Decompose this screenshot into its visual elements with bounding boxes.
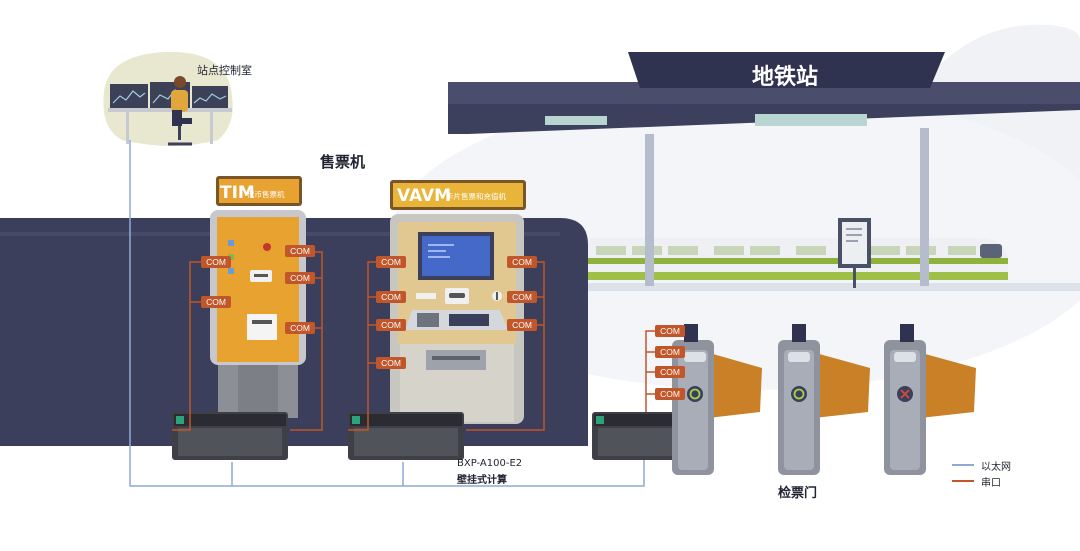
ethernet-lines [129,140,645,487]
tim-code: TIM [220,183,255,203]
gates-label: 检票门 [778,486,818,501]
com-badge: COM [507,256,537,268]
legend-serial-swatch [952,480,974,482]
train [588,238,1009,280]
gate-1 [672,324,762,475]
com-badge: COM [655,325,685,337]
computer-1 [172,412,288,460]
com-badge: COM [376,357,406,369]
com-badge: COM [285,245,315,257]
control-room-label: 站点控制室 [197,64,252,77]
com-badge: COM [376,319,406,331]
com-badge: COM [655,388,685,400]
com-badge: COM [655,346,685,358]
com-badge: COM [376,256,406,268]
com-badge: COM [507,291,537,303]
com-badge: COM [285,272,315,284]
tim-machine [210,176,306,418]
track-ground [588,283,1080,291]
station-canopy [448,52,1080,286]
legend-ethernet-swatch [952,464,974,466]
computer-desc: 壁挂式计算 [457,475,507,486]
station-title: 地铁站 [752,65,819,90]
control-room-illustration [103,51,233,146]
gate-3 [884,324,976,475]
com-badge: COM [507,319,537,331]
com-badge: COM [655,366,685,378]
legend-serial-label: 串口 [981,478,1001,489]
computer-2 [348,412,464,460]
vavm-machine [390,180,526,424]
vavm-code: VAVM [397,186,452,206]
com-badge: COM [285,322,315,334]
computer-model: BXP-A100-E2 [457,458,523,469]
info-board [838,218,871,288]
com-badge: COM [201,296,231,308]
gate-2 [778,324,870,475]
tim-desc: 代币售票机 [247,190,285,199]
com-badge: COM [376,291,406,303]
ticketing-title: 售票机 [320,153,366,171]
vavm-desc: 卡片售票和充值机 [446,192,506,201]
com-badge: COM [201,256,231,268]
legend-ethernet-label: 以太网 [981,462,1011,473]
